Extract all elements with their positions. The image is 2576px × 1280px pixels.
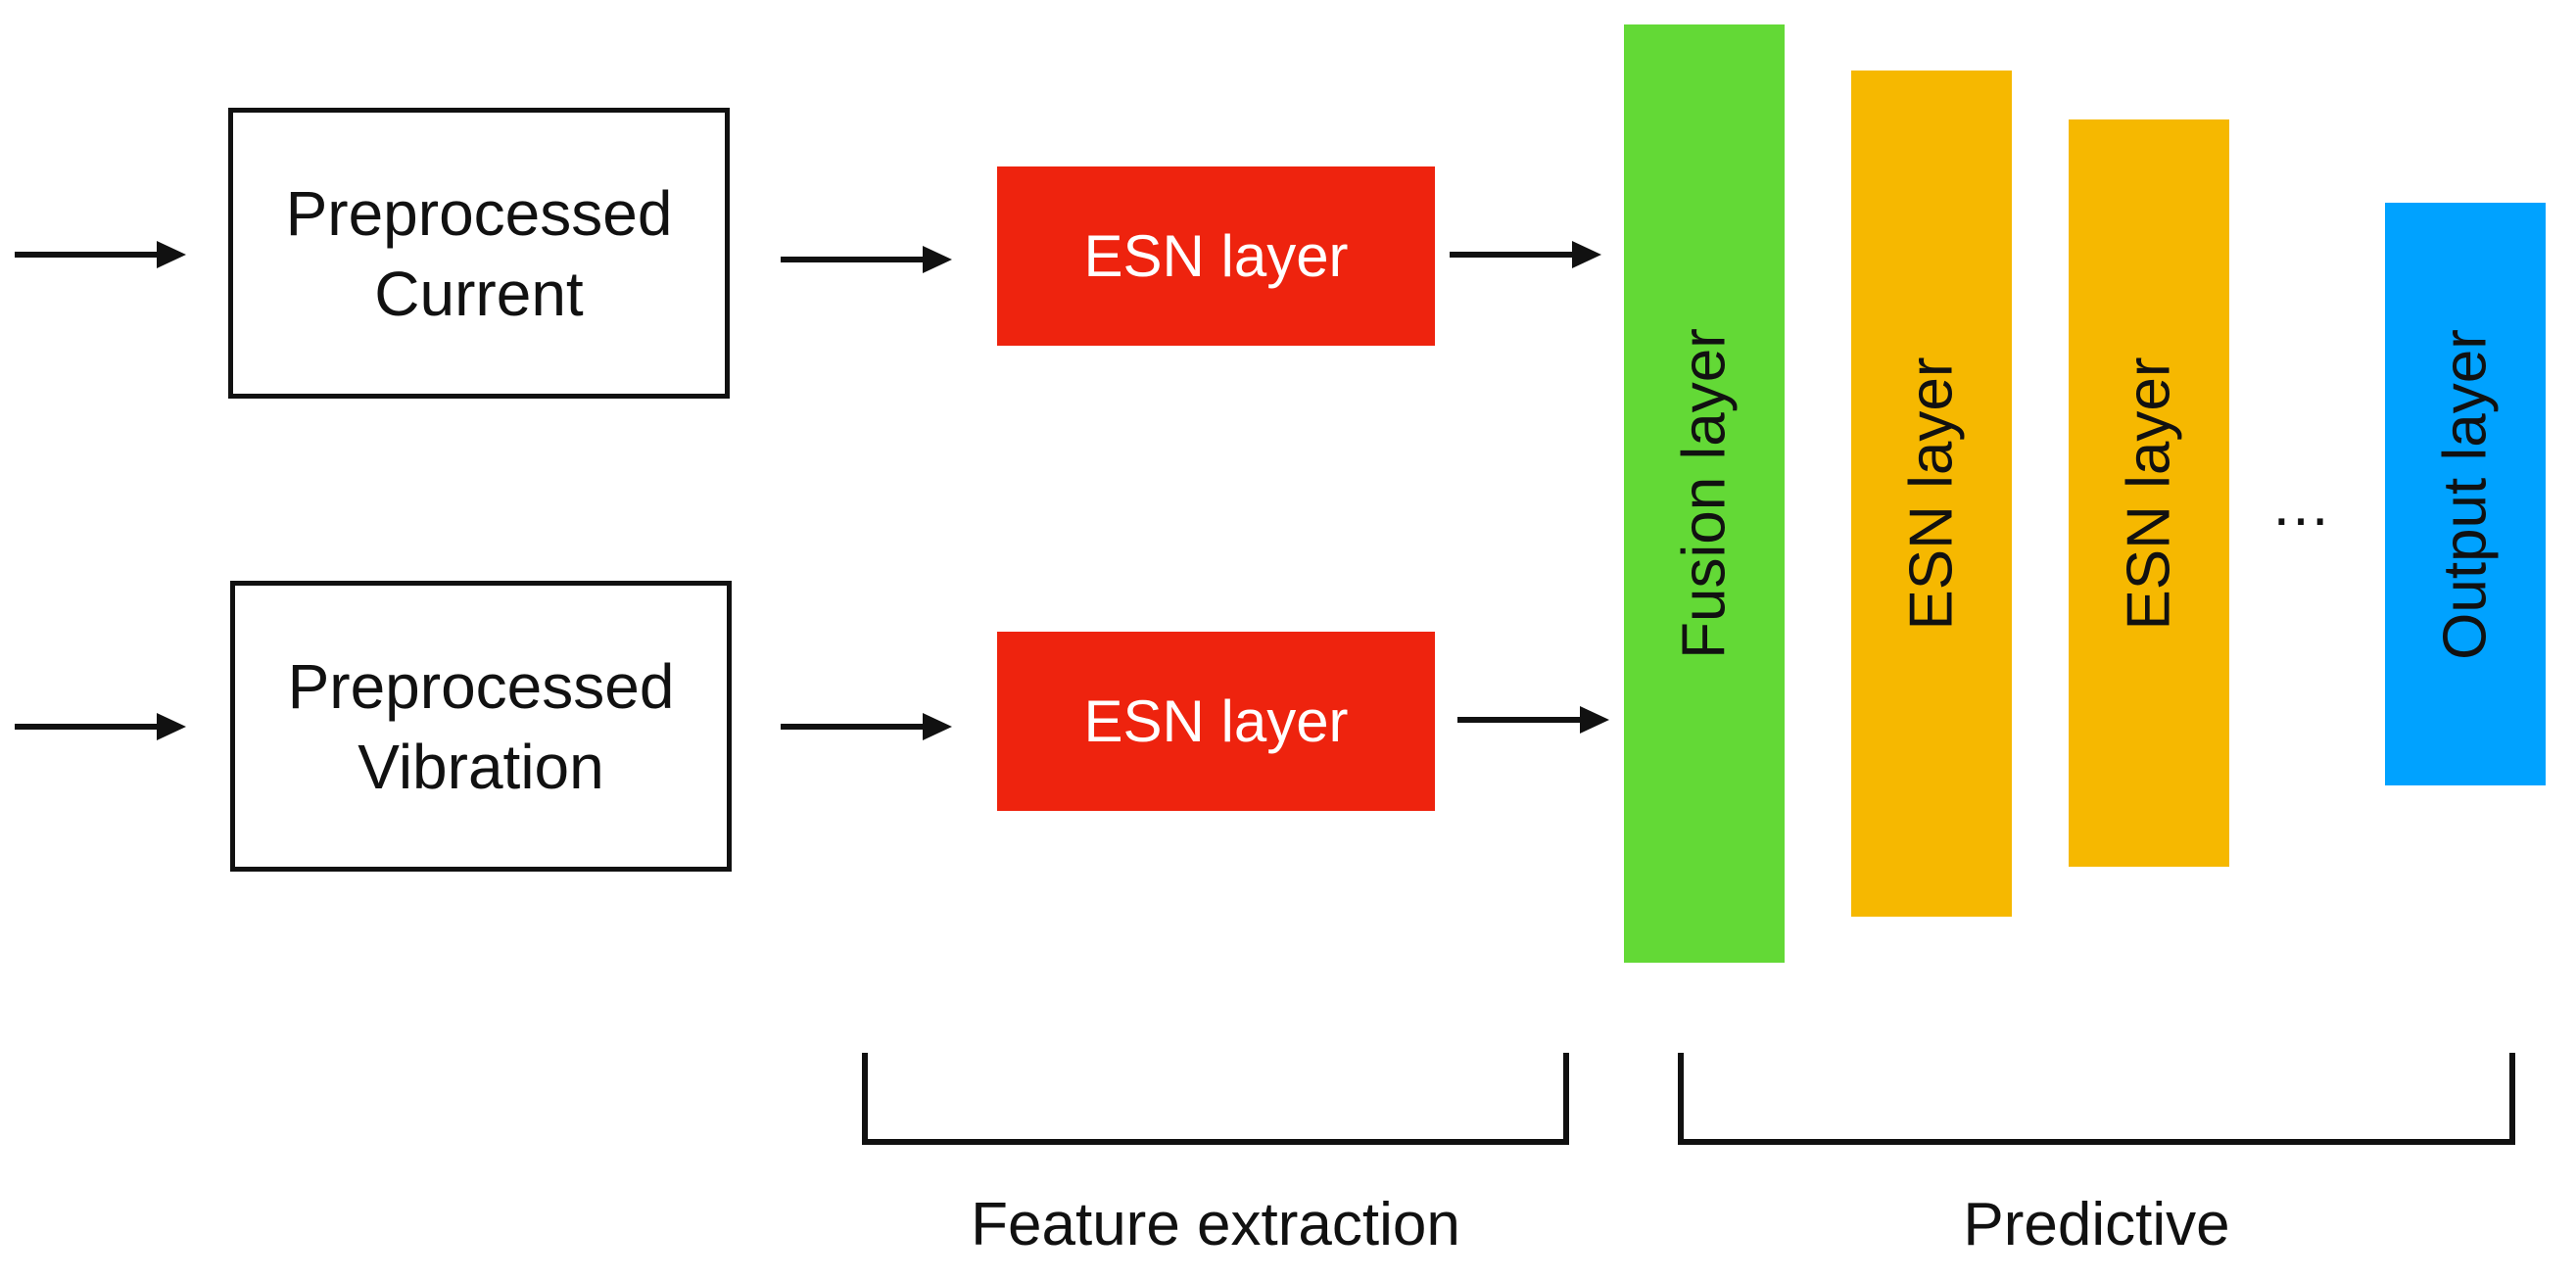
preprocessed-vibration-box: Preprocessed Vibration <box>230 581 732 872</box>
arrow-vibration-to-esn <box>781 713 952 740</box>
preprocessed-vibration-line2: Vibration <box>358 731 604 802</box>
esn-layer-vibration: ESN layer <box>997 632 1435 811</box>
feature-extraction-bracket <box>862 1053 1569 1145</box>
input-arrow-vibration <box>15 713 186 740</box>
esn-layer-predictive-1: ESN layer <box>1851 71 2012 917</box>
fusion-layer: Fusion layer <box>1624 24 1785 963</box>
arrow-esn-current-to-fusion <box>1450 241 1601 268</box>
preprocessed-vibration-line1: Preprocessed <box>287 650 675 722</box>
preprocessed-current-box: Preprocessed Current <box>228 108 730 399</box>
feature-extraction-label: Feature extraction <box>971 1191 1460 1258</box>
predictive-bracket <box>1678 1053 2515 1145</box>
esn-layer-predictive-2: ESN layer <box>2069 119 2229 867</box>
output-layer-label: Output layer <box>2431 328 2500 660</box>
arrow-current-to-esn <box>781 246 952 273</box>
fusion-layer-label: Fusion layer <box>1670 328 1739 659</box>
input-arrow-current <box>15 241 186 268</box>
output-layer: Output layer <box>2385 203 2546 785</box>
preprocessed-current-line2: Current <box>374 258 584 329</box>
arrow-esn-vibration-to-fusion <box>1457 706 1609 734</box>
esn-layer-current-label: ESN layer <box>1083 223 1349 289</box>
esn-layer-predictive-1-label: ESN layer <box>1897 356 1966 631</box>
predictive-label: Predictive <box>1963 1191 2230 1258</box>
esn-layer-current: ESN layer <box>997 166 1435 346</box>
esn-layer-vibration-label: ESN layer <box>1083 688 1349 754</box>
ellipsis: … <box>2270 471 2331 539</box>
esn-layer-predictive-2-label: ESN layer <box>2115 356 2183 631</box>
preprocessed-current-line1: Preprocessed <box>285 177 673 249</box>
